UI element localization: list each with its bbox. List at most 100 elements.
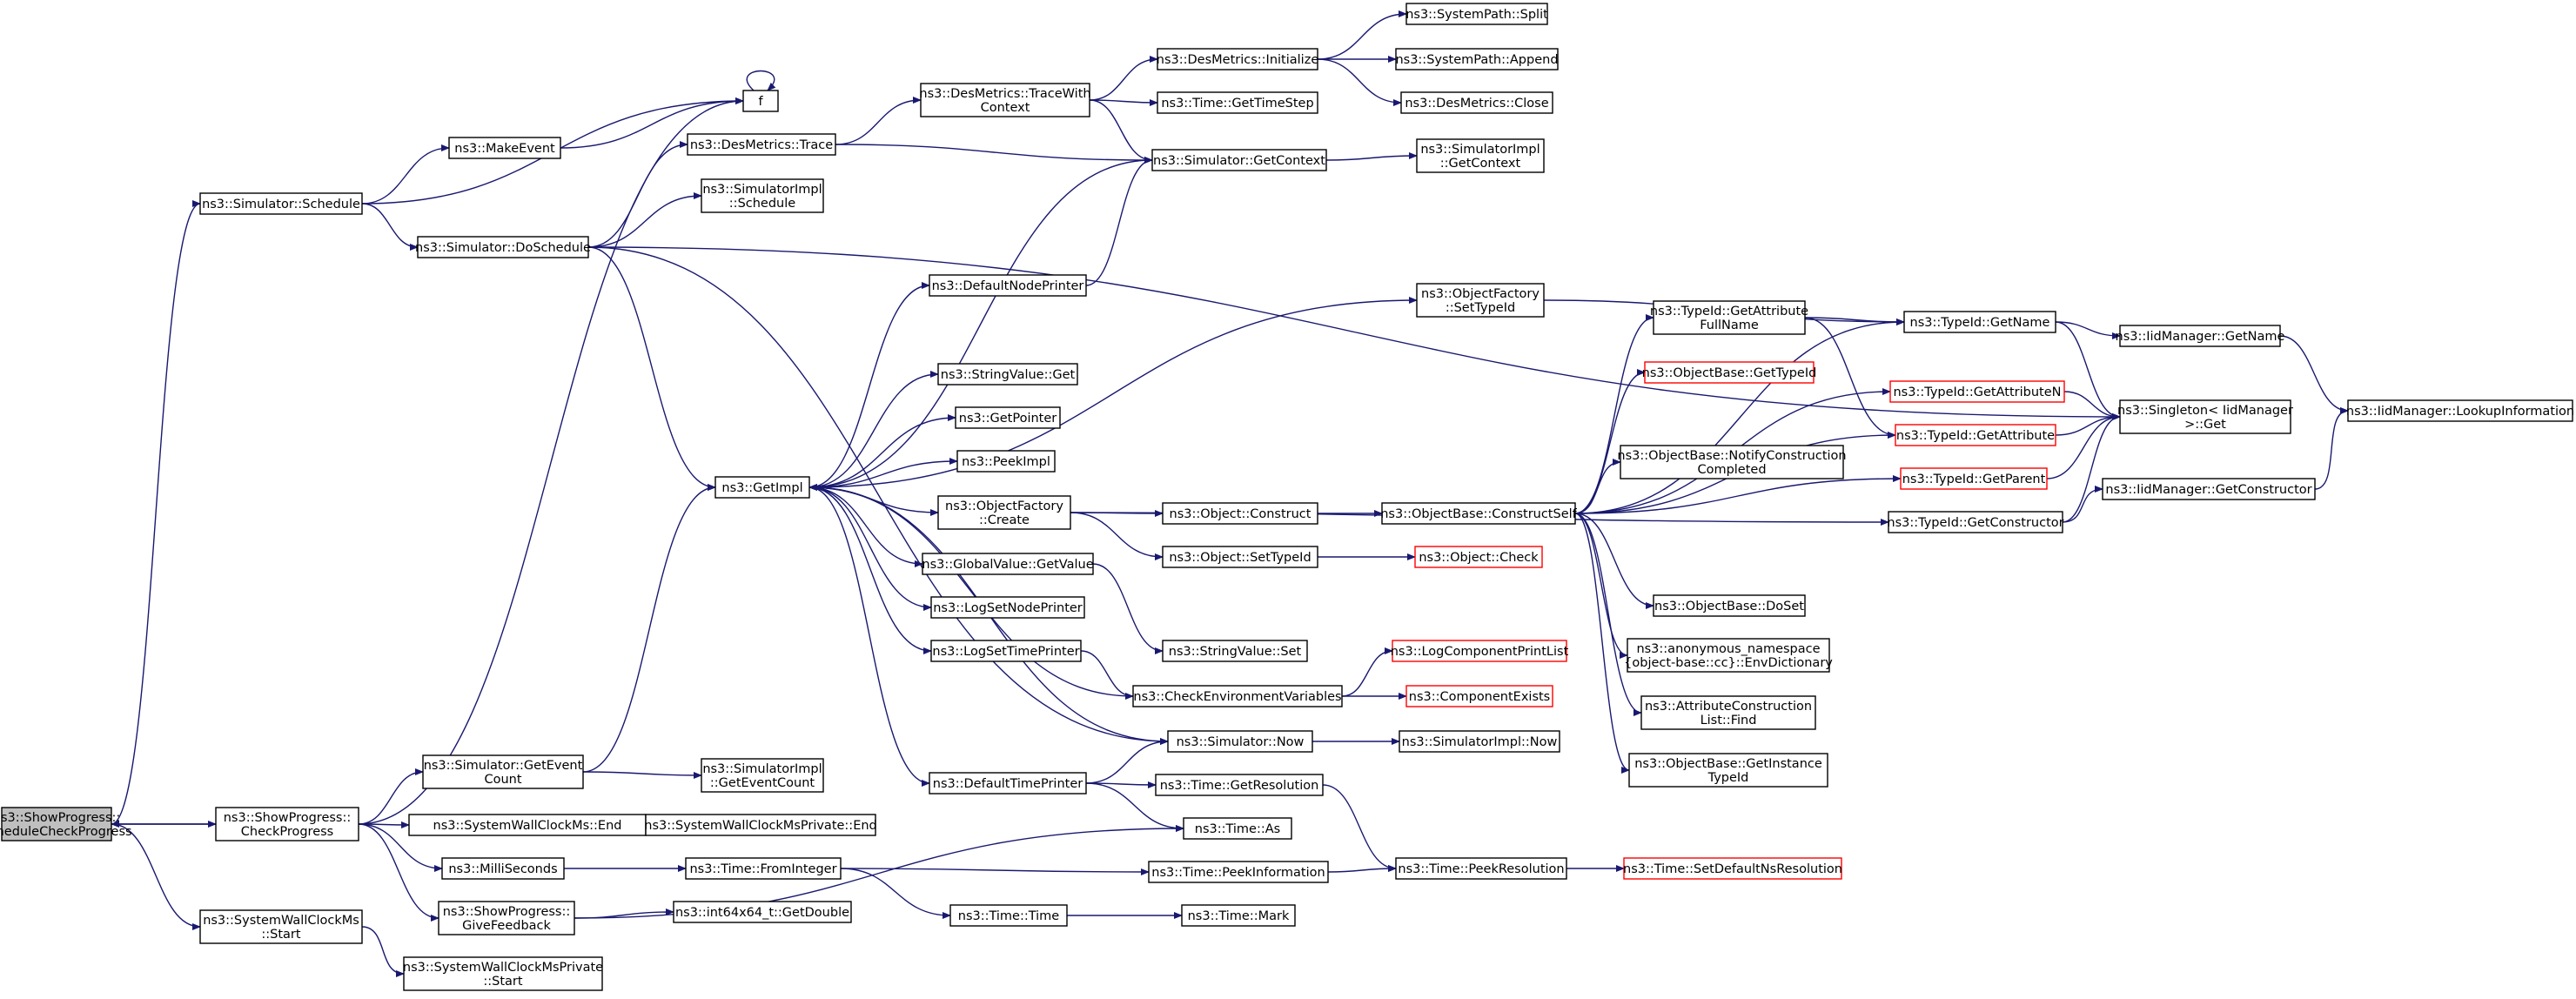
node-makeevent[interactable]: ns3::MakeEvent <box>448 137 561 159</box>
node-desminit[interactable]: ns3::DesMetrics::Initialize <box>1157 48 1319 70</box>
node-logcompprintlist[interactable]: ns3::LogComponentPrintList <box>1391 640 1569 662</box>
node-box <box>1414 546 1543 568</box>
node-syspathappend[interactable]: ns3::SystemPath::Append <box>1395 48 1559 70</box>
node-objbasenotify[interactable]: ns3::ObjectBase::NotifyConstructionCompl… <box>1617 445 1847 479</box>
node-timetime[interactable]: ns3::Time::Time <box>949 904 1068 927</box>
node-objbaseconstructself[interactable]: ns3::ObjectBase::ConstructSelf <box>1380 502 1578 525</box>
node-schedule[interactable]: ns3::Simulator::Schedule <box>199 192 363 215</box>
node-objbasegettypeid[interactable]: ns3::ObjectBase::GetTypeId <box>1642 361 1817 384</box>
node-iidmgrgetconstructor[interactable]: ns3::IidManager::GetConstructor <box>2102 478 2316 500</box>
node-stringvalget[interactable]: ns3::StringValue::Get <box>937 363 1078 386</box>
edge-simgetcontext-to-simimplgetcontext <box>1325 152 1418 161</box>
node-fromint[interactable]: ns3::Time::FromInteger <box>685 857 842 880</box>
node-swcend[interactable]: ns3::SystemWallClockMs::End <box>408 814 647 836</box>
node-objfactsettypeid[interactable]: ns3::ObjectFactory::SetTypeId <box>1416 283 1545 318</box>
node-label: ::GetEventCount <box>710 776 815 790</box>
node-objcheck[interactable]: ns3::Object::Check <box>1414 546 1543 568</box>
edge-objbaseconstructself-to-typeidgetparent <box>1574 475 1902 514</box>
node-simimplschedule[interactable]: ns3::SimulatorImpl::Schedule <box>701 178 824 213</box>
node-peekimpl[interactable]: ns3::PeekImpl <box>956 450 1056 473</box>
node-typeidgetname[interactable]: ns3::TypeId::GetName <box>1903 311 2056 333</box>
node-objfactcreate[interactable]: ns3::ObjectFactory::Create <box>937 495 1071 530</box>
node-logsettimeprinter[interactable]: ns3::LogSetTimePrinter <box>930 640 1082 662</box>
node-iidmgrlookup[interactable]: ns3::IidManager::LookupInformation <box>2346 399 2574 422</box>
edge-deftimeprinter-to-simnow <box>1085 738 1169 784</box>
node-desmtrace[interactable]: ns3::DesMetrics::Trace <box>687 133 836 156</box>
node-timesetdefres[interactable]: ns3::Time::SetDefaultNsResolution <box>1623 857 1842 880</box>
node-label: ns3::AttributeConstruction <box>1645 700 1812 714</box>
node-timegetres[interactable]: ns3::Time::GetResolution <box>1155 774 1324 796</box>
node-timemark[interactable]: ns3::Time::Mark <box>1181 904 1296 927</box>
edge-desminit-to-syspathsplit <box>1317 10 1407 60</box>
node-geteventcount[interactable]: ns3::Simulator::GetEventCount <box>422 754 584 789</box>
node-stringvalset[interactable]: ns3::StringValue::Set <box>1162 640 1308 662</box>
node-f[interactable]: f <box>742 90 779 112</box>
node-label: ns3::ShowProgress:: <box>0 811 120 825</box>
edge-objbaseconstructself-to-anonenvdict <box>1574 513 1628 659</box>
node-label: ns3::SystemWallClockMs::End <box>433 819 622 833</box>
node-int64getdouble[interactable]: ns3::int64x64_t::GetDouble <box>673 901 852 923</box>
node-label: ns3::MilliSeconds <box>448 862 557 876</box>
node-timepeekres[interactable]: ns3::Time::PeekResolution <box>1395 857 1567 880</box>
node-deftimeprinter[interactable]: ns3::DefaultTimePrinter <box>929 772 1087 795</box>
node-compexists[interactable]: ns3::ComponentExists <box>1405 685 1553 707</box>
node-label: ns3::Simulator::GetContext <box>1153 154 1325 168</box>
node-doschedule[interactable]: ns3::Simulator::DoSchedule <box>415 236 591 258</box>
node-timegettimestep[interactable]: ns3::Time::GetTimeStep <box>1157 91 1318 114</box>
node-swcstart[interactable]: ns3::SystemWallClockMs::Start <box>199 909 363 944</box>
node-swcpend[interactable]: ns3::SystemWallClockMsPrivate::End <box>644 814 877 836</box>
node-box <box>742 90 779 112</box>
node-label: ::Start <box>261 928 301 942</box>
node-simimplgeteventcount[interactable]: ns3::SimulatorImpl::GetEventCount <box>701 758 824 793</box>
node-globalgetvalue[interactable]: ns3::GlobalValue::GetValue <box>922 553 1094 575</box>
node-anonenvdict[interactable]: ns3::anonymous_namespace{object-base::cc… <box>1624 638 1833 673</box>
node-singletonget[interactable]: ns3::Singleton< IidManager>::Get <box>2117 399 2293 434</box>
node-objbasedoset[interactable]: ns3::ObjectBase::DoSet <box>1653 594 1806 617</box>
node-logsetnodeprinter[interactable]: ns3::LogSetNodePrinter <box>930 596 1085 619</box>
node-swcpstart[interactable]: ns3::SystemWallClockMsPrivate::Start <box>403 956 603 991</box>
node-objsettypeid[interactable]: ns3::Object::SetTypeId <box>1162 546 1318 568</box>
edge-timepeekinfo-to-timepeekres <box>1327 865 1397 873</box>
node-label: ns3::ObjectBase::GetInstance <box>1634 757 1822 771</box>
edge-check-to-givefeedback <box>358 823 439 922</box>
node-simnow[interactable]: ns3::Simulator::Now <box>1167 730 1313 753</box>
node-syspathsplit[interactable]: ns3::SystemPath::Split <box>1405 3 1548 25</box>
node-label: ns3::ComponentExists <box>1409 690 1551 704</box>
node-simgetcontext[interactable]: ns3::Simulator::GetContext <box>1151 149 1327 171</box>
node-getimpl[interactable]: ns3::GetImpl <box>714 476 810 499</box>
node-givefeedback[interactable]: ns3::ShowProgress::GiveFeedback <box>438 901 575 935</box>
node-defnodeprinter[interactable]: ns3::DefaultNodePrinter <box>929 274 1087 297</box>
node-root[interactable]: ns3::ShowProgress::ScheduleCheckProgress <box>0 807 132 841</box>
node-timepeekinfo[interactable]: ns3::Time::PeekInformation <box>1148 861 1329 883</box>
node-simimplnow[interactable]: ns3::SimulatorImpl::Now <box>1399 730 1560 753</box>
node-millisec[interactable]: ns3::MilliSeconds <box>441 857 565 880</box>
node-getpointer[interactable]: ns3::GetPointer <box>955 406 1061 429</box>
node-objconstruct[interactable]: ns3::Object::Construct <box>1162 502 1318 525</box>
node-typeidgetparent[interactable]: ns3::TypeId::GetParent <box>1900 467 2048 490</box>
node-check[interactable]: ns3::ShowProgress::CheckProgress <box>215 807 359 841</box>
node-typeidgetattrn[interactable]: ns3::TypeId::GetAttributeN <box>1889 380 2065 403</box>
node-label: ns3::TypeId::GetAttribute <box>1650 305 1808 318</box>
node-label: TypeId <box>1707 771 1749 785</box>
node-label: ns3::ObjectFactory <box>945 500 1063 513</box>
edge-typeidgetattrfullname-to-typeidgetname <box>1804 317 1905 325</box>
node-label: ns3::DefaultTimePrinter <box>933 777 1083 791</box>
node-checkenv[interactable]: ns3::CheckEnvironmentVariables <box>1132 685 1343 707</box>
node-box <box>1162 640 1308 662</box>
node-label: ns3::DesMetrics::Trace <box>690 138 833 152</box>
node-typeidgetconstructor[interactable]: ns3::TypeId::GetConstructor <box>1887 511 2064 533</box>
node-typeidgetattr[interactable]: ns3::TypeId::GetAttribute <box>1895 424 2056 446</box>
node-simimplgetcontext[interactable]: ns3::SimulatorImpl::GetContext <box>1416 138 1545 173</box>
edge-getimpl-to-stringvalget <box>808 371 939 488</box>
node-box <box>1405 3 1548 25</box>
node-label: ns3::Object::SetTypeId <box>1169 551 1311 565</box>
node-label: ns3::ShowProgress:: <box>443 905 571 919</box>
node-iidmgrgetname[interactable]: ns3::IidManager::GetName <box>2116 325 2285 347</box>
node-timeas[interactable]: ns3::Time::As <box>1183 817 1292 840</box>
node-desmclose[interactable]: ns3::DesMetrics::Close <box>1400 91 1553 114</box>
